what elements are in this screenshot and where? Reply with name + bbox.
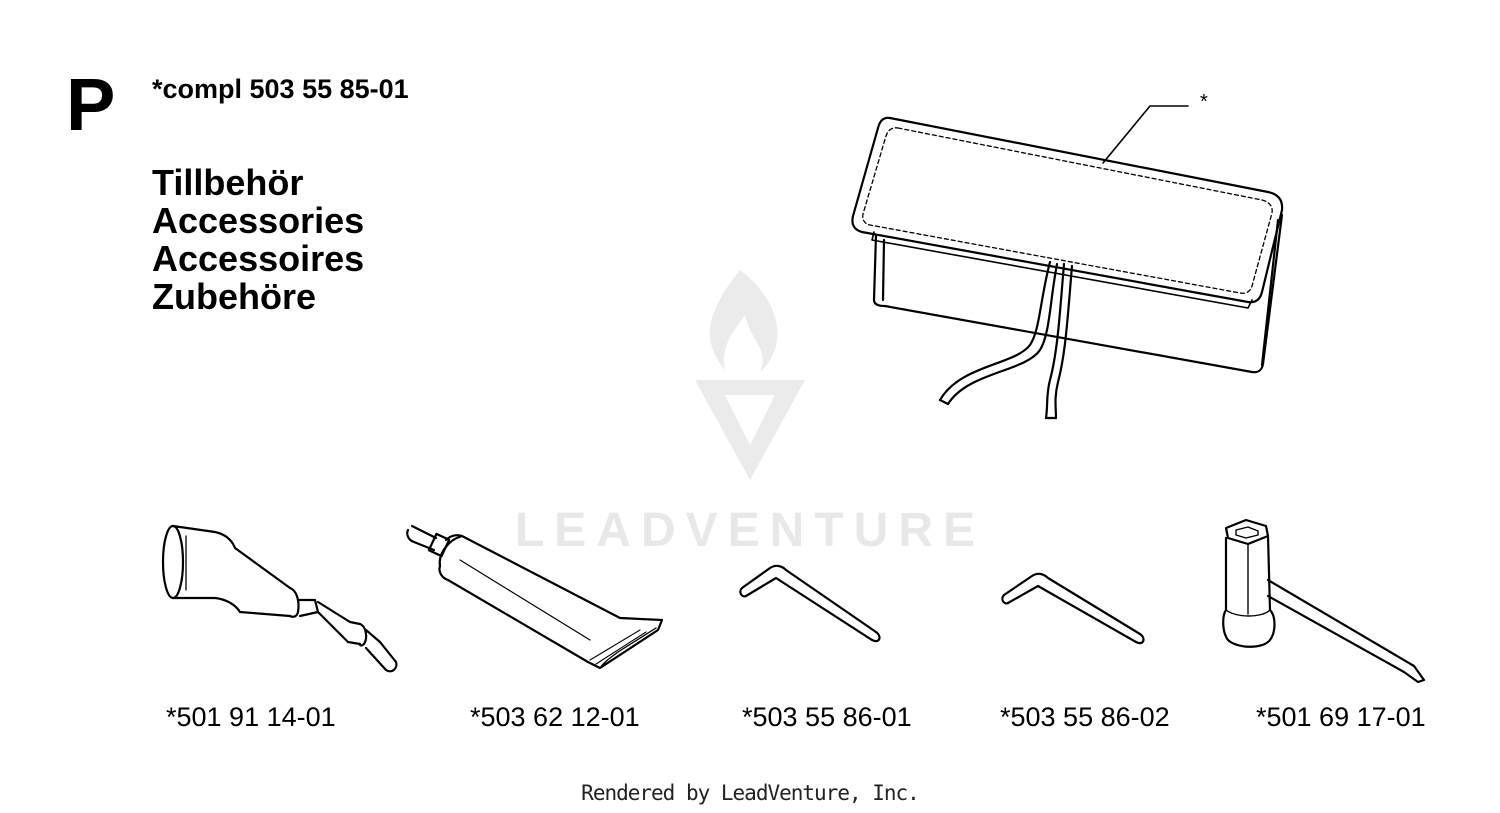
part-number-label: *503 62 12-01	[470, 702, 640, 732]
hex-key-1-illustration	[739, 564, 881, 643]
grease-tube-illustration	[406, 524, 664, 670]
part-number-label: *501 69 17-01	[1256, 702, 1426, 732]
title-german: Zubehöre	[152, 276, 317, 317]
part-number-label: *503 55 86-01	[742, 702, 912, 732]
title-swedish: Tillbehör	[152, 162, 304, 203]
section-letter: P	[66, 63, 116, 146]
callout-marker: *	[1200, 91, 1208, 113]
combination-spanner-illustration	[1222, 518, 1426, 684]
kit-part-number: *compl 503 55 85-01	[152, 74, 409, 104]
render-credit: Rendered by LeadVenture, Inc.	[581, 781, 920, 805]
part-number-label: *503 55 86-02	[1000, 702, 1170, 732]
watermark-text: LEADVENTURE	[514, 504, 986, 557]
tool-pouch-illustration	[851, 105, 1284, 420]
grease-gun-illustration	[161, 524, 398, 673]
title-english: Accessories	[152, 200, 365, 241]
part-number-label: *501 91 14-01	[166, 702, 336, 732]
hex-key-2-illustration	[1001, 572, 1145, 645]
section-titles: Tillbehör Accessories Accessoires Zubehö…	[152, 164, 364, 316]
title-french: Accessoires	[152, 238, 365, 279]
